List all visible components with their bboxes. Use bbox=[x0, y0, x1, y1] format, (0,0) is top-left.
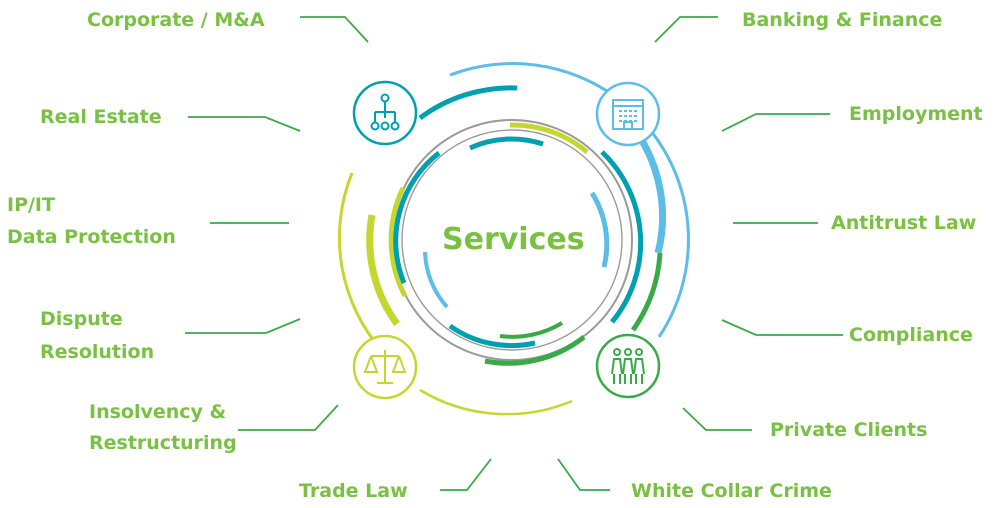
arc-lime-left bbox=[388, 186, 408, 298]
building-icon bbox=[595, 81, 661, 147]
connector-banking bbox=[654, 16, 718, 43]
label-dispute: Dispute bbox=[40, 308, 123, 330]
connector-dispute bbox=[185, 318, 301, 334]
arc-teal-small-bottom bbox=[499, 321, 564, 339]
people-icon bbox=[595, 333, 661, 399]
arc-teal-inner-top bbox=[468, 136, 544, 151]
label-white-collar-crime: White Collar Crime bbox=[631, 480, 832, 502]
arc-lime-bottom bbox=[419, 388, 573, 416]
label-data-protection: Data Protection bbox=[7, 226, 176, 248]
connector-real-estate bbox=[188, 116, 301, 132]
arc-green-bottom bbox=[484, 335, 586, 366]
label-banking-finance: Banking & Finance bbox=[742, 9, 943, 31]
label-private-clients: Private Clients bbox=[770, 419, 928, 441]
connector-employment bbox=[721, 113, 830, 132]
connector-trade-law bbox=[440, 458, 492, 491]
arc-teal-left bbox=[393, 151, 441, 284]
label-insolvency: Insolvency & bbox=[89, 401, 227, 423]
arc-lime-inner-top bbox=[509, 122, 589, 154]
connector-white-collar bbox=[557, 458, 610, 491]
label-corporate-ma: Corporate / M&A bbox=[87, 9, 265, 31]
arc-teal-right bbox=[600, 150, 644, 324]
label-resolution: Resolution bbox=[40, 341, 155, 363]
scales-icon bbox=[352, 334, 418, 400]
label-restructuring: Restructuring bbox=[89, 432, 237, 454]
label-real-estate: Real Estate bbox=[40, 106, 162, 128]
arc-lime-thick-left bbox=[366, 214, 400, 327]
arc-teal-thick-top bbox=[418, 85, 518, 121]
arc-lightblue-inner-right bbox=[589, 191, 610, 268]
label-employment: Employment bbox=[849, 103, 983, 125]
connector-insolvency bbox=[238, 404, 339, 431]
ring-grey-inner bbox=[401, 129, 623, 351]
connector-corporate bbox=[300, 16, 369, 43]
arc-teal-bottom bbox=[448, 323, 536, 349]
label-antitrust-law: Antitrust Law bbox=[831, 212, 977, 234]
arc-lightblue-left bbox=[423, 251, 449, 309]
label-compliance: Compliance bbox=[849, 324, 973, 346]
center-services-label: Services bbox=[442, 222, 585, 257]
label-trade-law: Trade Law bbox=[299, 480, 408, 502]
arc-green-right bbox=[630, 252, 663, 332]
label-ip-it: IP/IT bbox=[7, 194, 55, 216]
connector-compliance bbox=[721, 319, 843, 336]
connector-lines bbox=[185, 16, 843, 491]
connector-private-clients bbox=[682, 407, 752, 431]
org-chart-icon bbox=[352, 80, 418, 146]
inner-rings bbox=[388, 119, 644, 366]
arc-lime-outer-left bbox=[337, 172, 385, 353]
